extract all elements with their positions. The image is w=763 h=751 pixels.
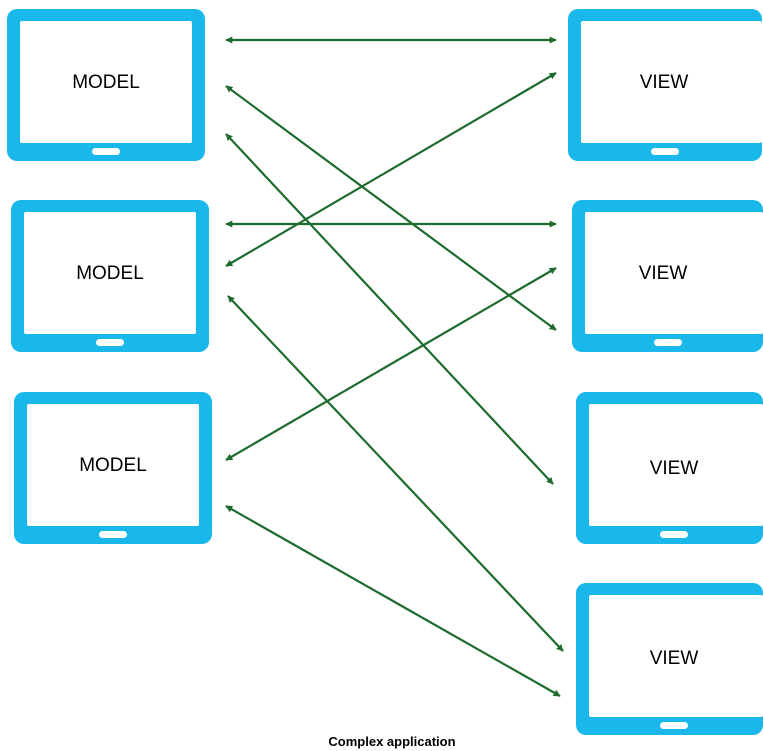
arrow-model-3-view-2 xyxy=(225,267,557,461)
home-button xyxy=(654,339,682,346)
view-device-4: VIEW xyxy=(576,583,763,735)
device-screen xyxy=(585,212,763,334)
device-screen xyxy=(24,212,196,334)
arrow-model-1-view-2 xyxy=(225,85,557,331)
model-device-3: MODEL xyxy=(14,392,212,544)
device-screen xyxy=(20,21,192,143)
view-label: VIEW xyxy=(650,458,699,479)
arrow-model-3-view-4 xyxy=(225,505,561,697)
device-screen xyxy=(27,404,199,526)
arrow-model-2-view-1 xyxy=(225,72,557,267)
model-device-1: MODEL xyxy=(7,9,205,161)
home-button xyxy=(660,531,688,538)
home-button xyxy=(660,722,688,729)
view-label: VIEW xyxy=(650,648,699,669)
home-button xyxy=(96,339,124,346)
view-label: VIEW xyxy=(639,263,688,284)
diagram-caption: Complex application xyxy=(328,734,455,749)
home-button xyxy=(92,148,120,155)
device-screen xyxy=(589,595,763,717)
device-screen xyxy=(581,21,762,143)
arrow-model-2-view-4 xyxy=(227,295,564,652)
home-button xyxy=(99,531,127,538)
view-device-1: VIEW xyxy=(568,9,762,161)
view-label: VIEW xyxy=(640,72,689,93)
connection-arrows xyxy=(225,36,564,697)
model-label: MODEL xyxy=(79,455,147,476)
view-device-3: VIEW xyxy=(576,392,763,544)
view-device-2: VIEW xyxy=(572,200,763,352)
device-screen xyxy=(589,404,763,526)
model-device-2: MODEL xyxy=(11,200,209,352)
model-label: MODEL xyxy=(76,263,144,284)
home-button xyxy=(651,148,679,155)
model-label: MODEL xyxy=(72,72,140,93)
